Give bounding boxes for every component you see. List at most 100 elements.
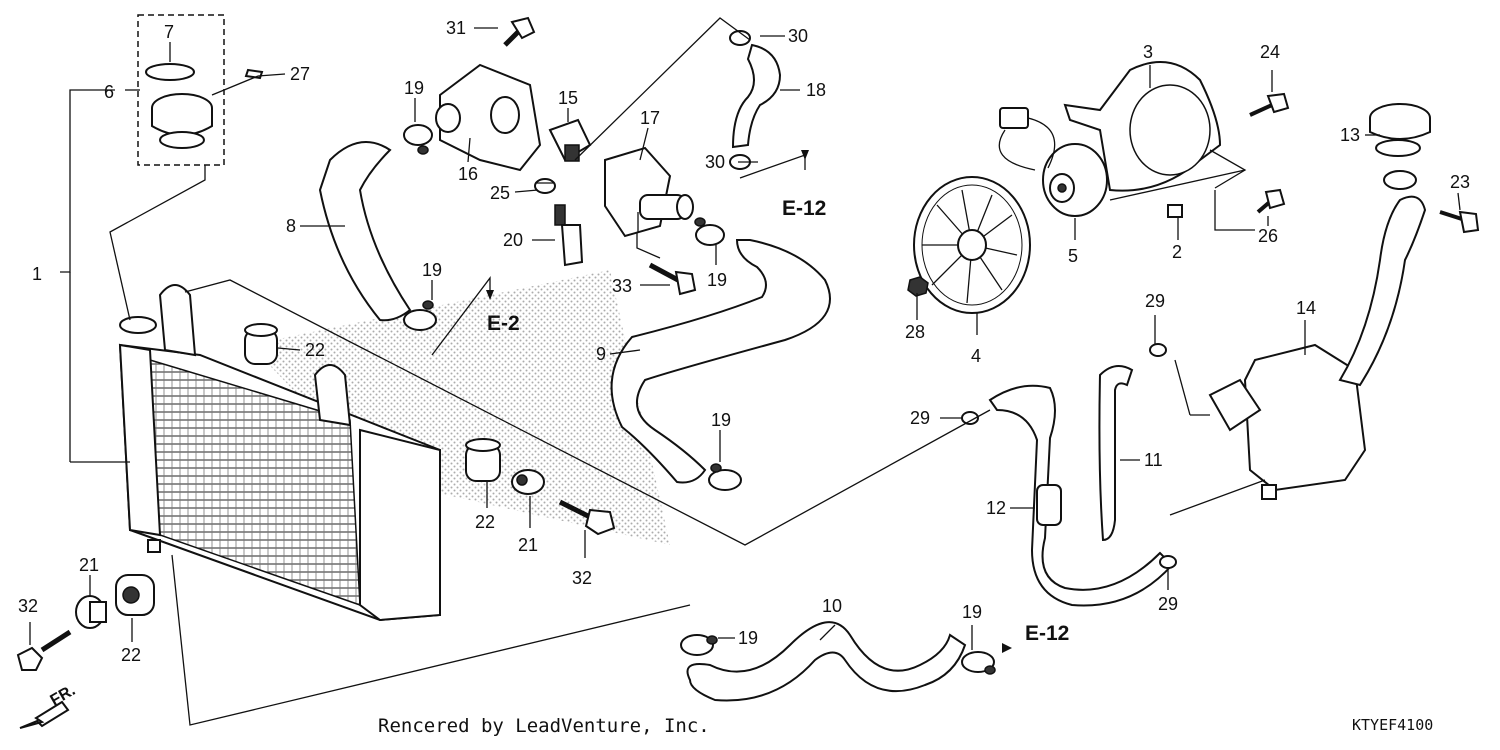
callout-27: 27	[290, 64, 310, 84]
cap-screw[interactable]	[244, 68, 264, 80]
credit-text: Rencered by LeadVenture, Inc.	[378, 715, 710, 737]
callout-25: 25	[490, 183, 510, 203]
reserve-tank-filler[interactable]	[1338, 195, 1427, 387]
callout-13: 13	[1340, 125, 1360, 145]
joint-bolt[interactable]	[648, 262, 697, 296]
fan-shroud[interactable]	[1063, 61, 1222, 192]
section-ref-e2: E-2	[487, 312, 520, 335]
filler-neck-ring[interactable]	[1383, 170, 1417, 190]
bolt-middle[interactable]	[558, 499, 616, 536]
callout-7: 7	[164, 22, 174, 42]
clamp-19-f[interactable]	[961, 651, 996, 675]
callout-9: 9	[596, 344, 606, 364]
nut-28[interactable]	[907, 276, 929, 297]
callout-14: 14	[1296, 298, 1316, 318]
callout-22-c: 22	[121, 645, 141, 665]
clamp-29-c[interactable]	[1159, 555, 1177, 569]
callout-18: 18	[806, 80, 826, 100]
callout-21-b: 21	[79, 555, 99, 575]
callout-12: 12	[986, 498, 1006, 518]
coolant-temp-sensor[interactable]	[554, 204, 584, 267]
callout-3: 3	[1143, 42, 1153, 62]
hose-18[interactable]	[731, 43, 782, 149]
clamp-30-a[interactable]	[729, 30, 751, 46]
clamp-19-b[interactable]	[403, 300, 437, 331]
callout-19-d: 19	[711, 410, 731, 430]
collar-lower[interactable]	[75, 595, 107, 629]
thermostat-housing[interactable]	[435, 63, 542, 172]
callout-21-a: 21	[518, 535, 538, 555]
sealing-washer[interactable]	[534, 178, 556, 194]
callout-29-b: 29	[910, 408, 930, 428]
callout-19-a: 19	[404, 78, 424, 98]
radiator-cap[interactable]	[151, 93, 213, 149]
leader-lines	[29, 17, 1461, 726]
section-ref-e12-bottom: E-12	[1025, 622, 1069, 645]
callout-labels: 1 2 3 4 5 6 7 8 9 10 11 12 13 14 15 16 1…	[18, 18, 1470, 665]
diagram-code: KTYEF4100	[1352, 716, 1433, 734]
water-joint[interactable]	[604, 146, 694, 238]
callout-26: 26	[1258, 226, 1278, 246]
reserve-tank[interactable]	[1208, 343, 1367, 500]
fan-motor[interactable]	[1042, 143, 1108, 217]
fan-connector[interactable]	[998, 107, 1056, 171]
callout-2: 2	[1172, 242, 1182, 262]
callout-16: 16	[458, 164, 478, 184]
reserve-tank-cap[interactable]	[1369, 103, 1431, 157]
callout-10: 10	[822, 596, 842, 616]
callout-19-f: 19	[962, 602, 982, 622]
callout-17: 17	[640, 108, 660, 128]
callout-32-b: 32	[18, 596, 38, 616]
hose-12[interactable]	[988, 384, 1174, 607]
bolt-23[interactable]	[1439, 210, 1480, 234]
clip-2[interactable]	[1167, 204, 1183, 218]
clamp-19-e[interactable]	[680, 634, 718, 656]
temperature-switch[interactable]	[548, 118, 592, 162]
callout-19-e: 19	[738, 628, 758, 648]
clamp-19-a[interactable]	[403, 124, 433, 155]
callout-19-b: 19	[422, 260, 442, 280]
front-direction-label: FR.	[48, 682, 79, 710]
mount-rubber-upper[interactable]	[244, 323, 278, 365]
callout-29-a: 29	[1145, 291, 1165, 311]
o-ring[interactable]	[145, 63, 195, 81]
callout-11: 11	[1144, 450, 1163, 470]
hose-11[interactable]	[1098, 365, 1134, 542]
callout-30-b: 30	[705, 152, 725, 172]
callout-19-c: 19	[707, 270, 727, 290]
airflow-shading	[250, 270, 670, 545]
arrow-e12-top	[801, 150, 809, 160]
hose-9[interactable]	[610, 239, 831, 484]
bolt-24[interactable]	[1249, 92, 1290, 117]
callout-4: 4	[971, 346, 981, 366]
clamp-19-c[interactable]	[694, 217, 725, 246]
callout-28: 28	[905, 322, 925, 342]
callout-30-a: 30	[788, 26, 808, 46]
thermostat-bolt[interactable]	[503, 16, 536, 47]
radiator[interactable]	[118, 284, 441, 622]
callout-24: 24	[1260, 42, 1280, 62]
arrow-e12-bottom	[1002, 643, 1012, 653]
bolt-26[interactable]	[1256, 188, 1286, 214]
collar-middle[interactable]	[511, 469, 545, 495]
callout-6: 6	[104, 82, 114, 102]
callout-8: 8	[286, 216, 296, 236]
callout-1: 1	[32, 264, 42, 284]
bolt-lower[interactable]	[16, 629, 72, 671]
cooling-fan[interactable]	[913, 176, 1031, 314]
clamp-19-d[interactable]	[708, 463, 742, 491]
mount-rubber-middle[interactable]	[465, 438, 501, 482]
callout-5: 5	[1068, 246, 1078, 266]
section-ref-e12-top: E-12	[782, 197, 826, 220]
mount-rubber-lower[interactable]	[115, 574, 155, 616]
hose-8[interactable]	[318, 141, 412, 322]
callout-15: 15	[558, 88, 578, 108]
callout-32-a: 32	[572, 568, 592, 588]
arrow-e2	[486, 290, 494, 300]
hose-12-sleeve	[1036, 484, 1062, 526]
front-direction-arrow-icon	[19, 700, 70, 729]
hose-10[interactable]	[686, 621, 967, 702]
clamp-29-a[interactable]	[1149, 343, 1167, 357]
callout-33: 33	[612, 276, 632, 296]
